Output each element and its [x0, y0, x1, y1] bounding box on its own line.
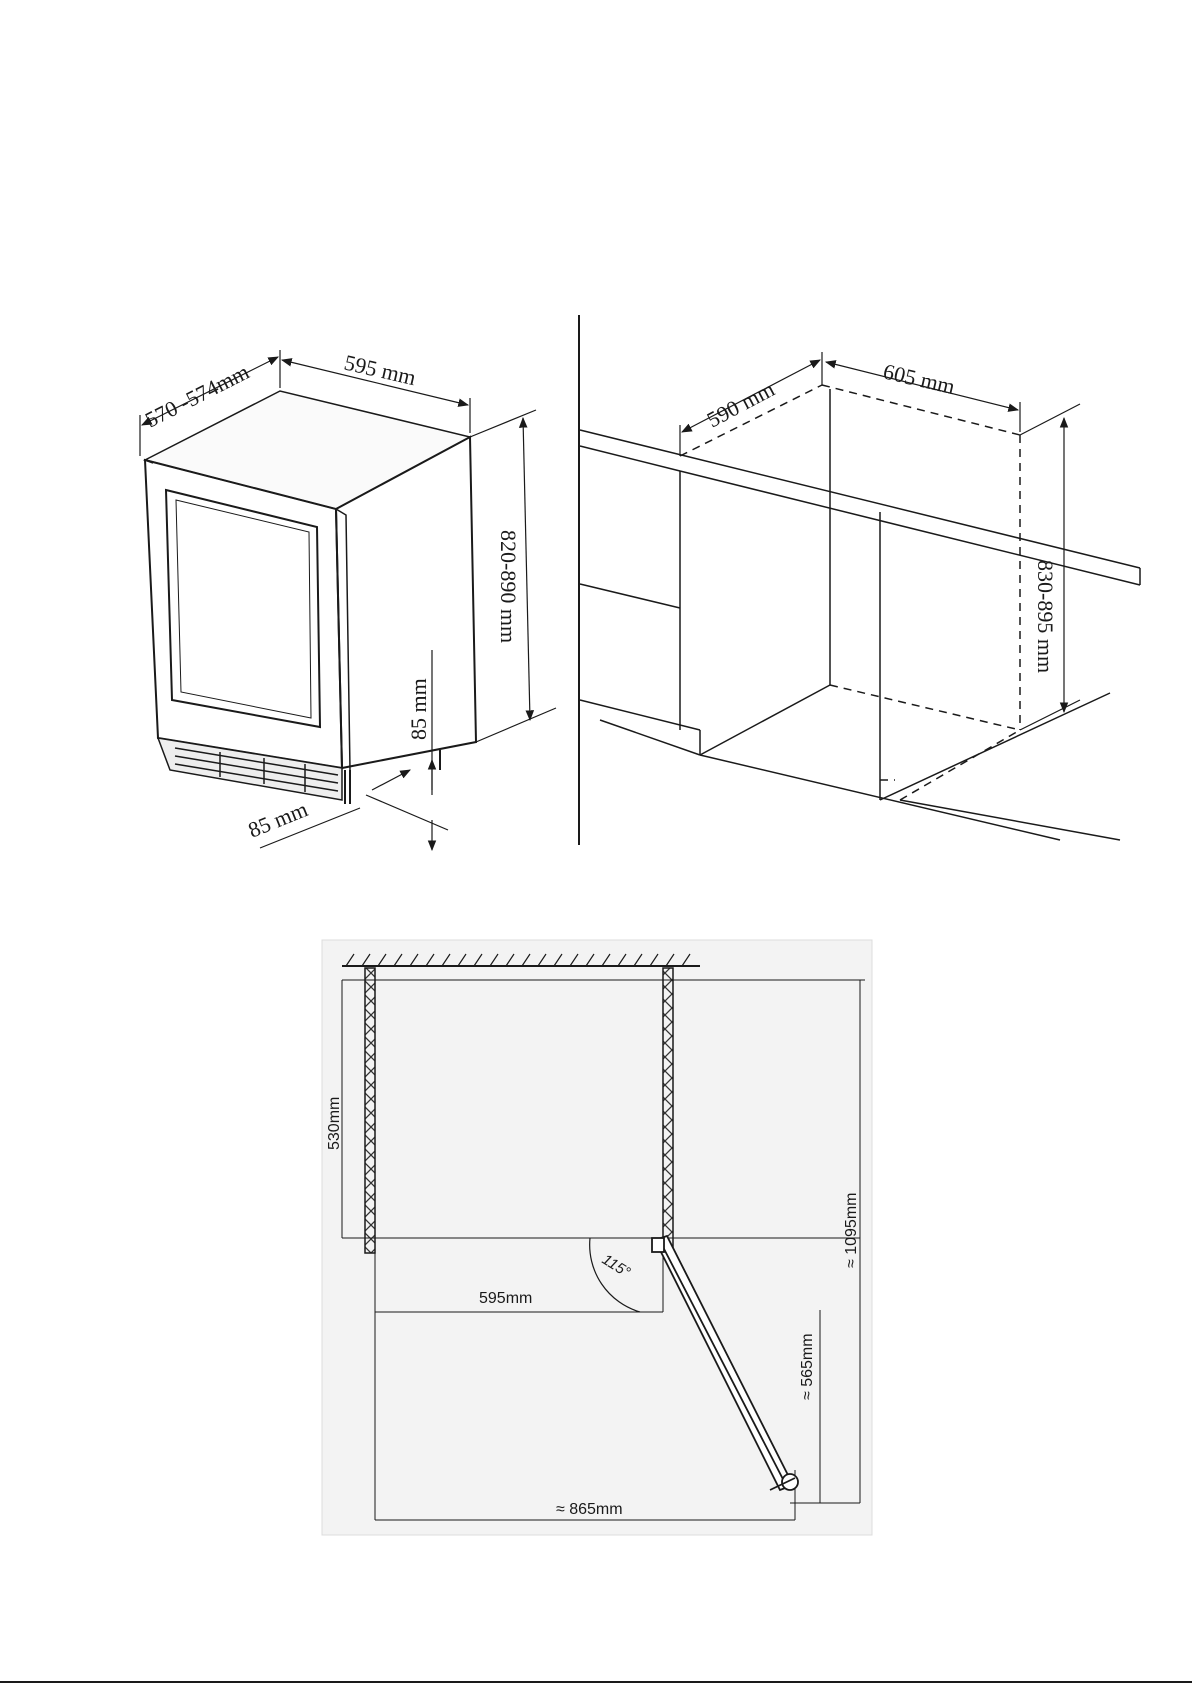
- left-side-wall: [365, 968, 375, 1253]
- door-swing-plan-view: 530mm 595mm 115° ≈ 565mm ≈ 1095mm ≈ 865m…: [322, 940, 872, 1535]
- height-dimension-label: 820-890 mm: [496, 530, 521, 643]
- niche-height-label: 830-895 mm: [1033, 560, 1058, 673]
- appliance-isometric-view: 570 -574mm 595 mm 820-890 mm 85 mm 85 mm: [140, 350, 556, 850]
- niche-depth-label: 590 mm: [703, 376, 779, 432]
- ventilation-grill: [158, 738, 342, 800]
- right-side-wall: [663, 968, 673, 1253]
- plan-depth-label: 530mm: [326, 1097, 343, 1150]
- overall-width-label: ≈ 865mm: [556, 1501, 623, 1518]
- niche-isometric-view: 590 mm 605 mm 830-895 mm: [580, 352, 1140, 840]
- niche-width-label: 605 mm: [881, 359, 957, 400]
- door-length-label: ≈ 565mm: [799, 1333, 816, 1400]
- plinth-height-label: 85 mm: [406, 678, 431, 740]
- plan-width-label: 595mm: [479, 1290, 532, 1307]
- plinth-depth-label: 85 mm: [245, 796, 312, 842]
- overall-depth-label: ≈ 1095mm: [843, 1193, 860, 1268]
